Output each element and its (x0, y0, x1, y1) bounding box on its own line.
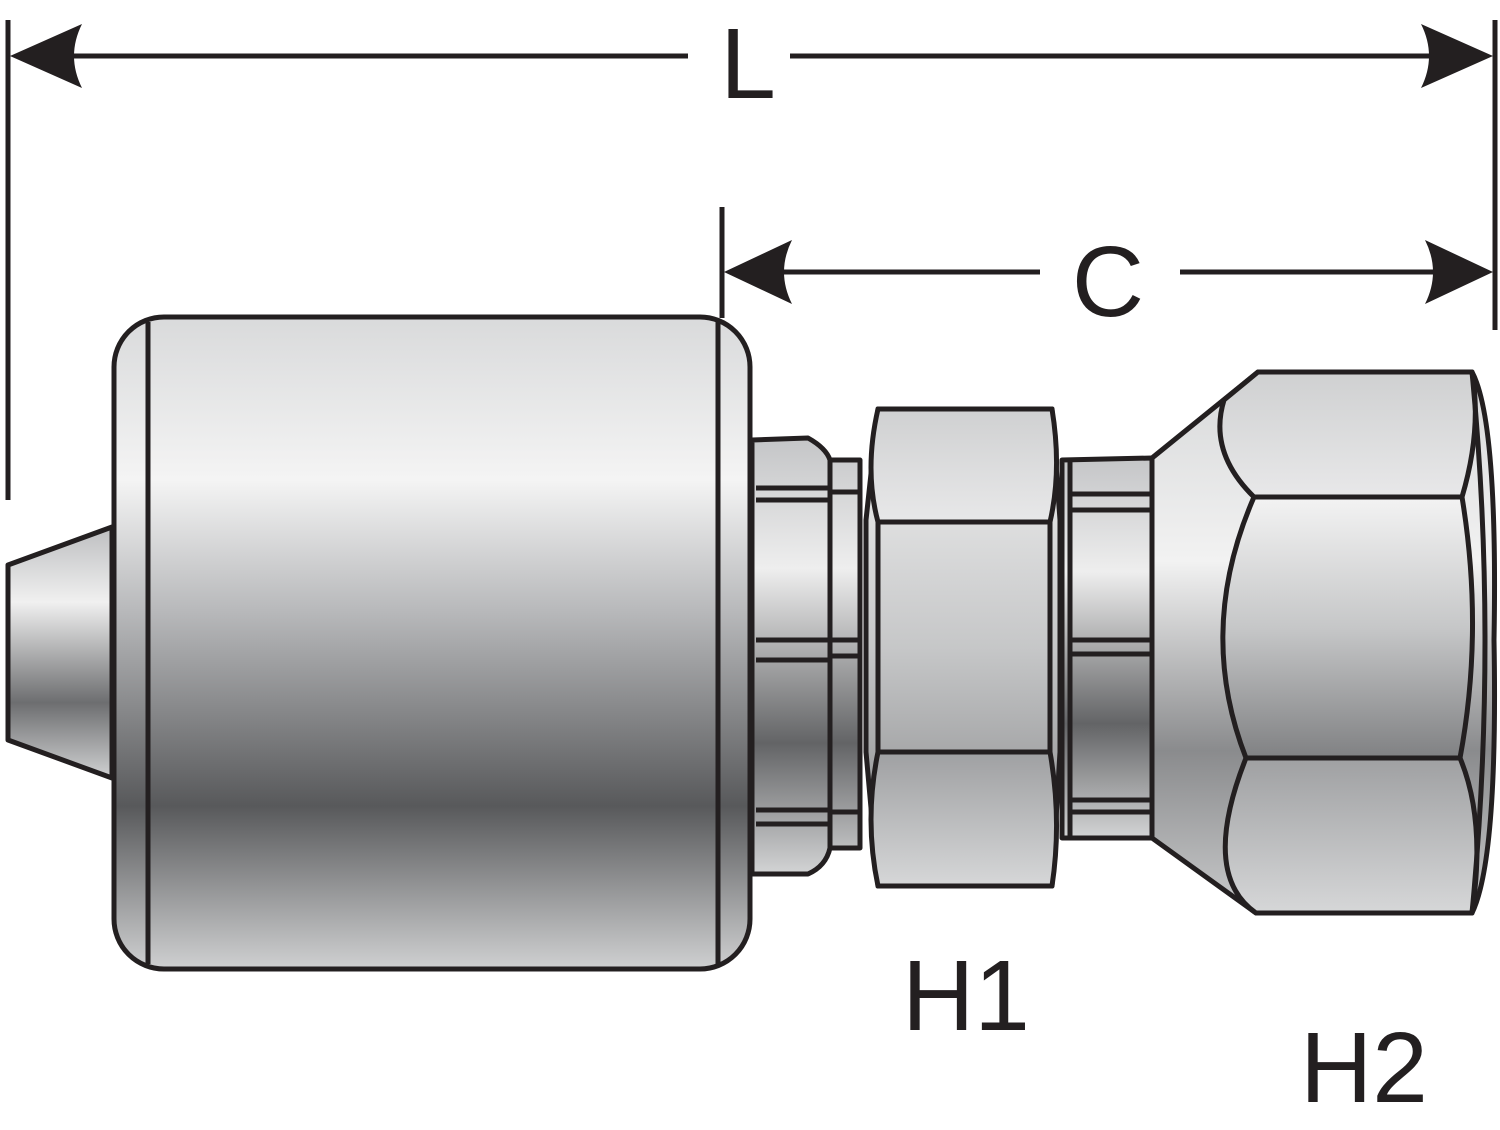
swivel-neck-body (1059, 455, 1155, 841)
label-c: C (1072, 226, 1144, 338)
arrowhead-c-right (1425, 240, 1493, 304)
nut-bottom-face (1222, 755, 1480, 916)
stem-tip (5, 524, 115, 781)
label-h1: H1 (902, 940, 1030, 1052)
swivel-neck (1059, 455, 1155, 841)
hex-h1 (863, 406, 1063, 889)
neck (749, 435, 863, 877)
arrowhead-c-left (724, 240, 792, 304)
nut-top-face (1217, 369, 1478, 500)
hex-h1-bottom-face (868, 749, 1060, 889)
nut-chamfer (1469, 371, 1488, 914)
label-l: L (720, 8, 776, 120)
neck-body (749, 435, 863, 877)
hex-h1-top-face (868, 406, 1060, 525)
label-h2: H2 (1300, 1012, 1428, 1124)
nut-middle-face (1220, 494, 1476, 761)
ferrule-body (111, 314, 753, 972)
ferrule (111, 314, 753, 972)
hose-stem (5, 524, 115, 781)
hex-h2-nut (1149, 369, 1498, 916)
dimension-l (5, 20, 1498, 500)
arrowhead-l-left (10, 24, 82, 88)
dimension-c (719, 207, 1493, 318)
arrowhead-l-right (1421, 24, 1493, 88)
